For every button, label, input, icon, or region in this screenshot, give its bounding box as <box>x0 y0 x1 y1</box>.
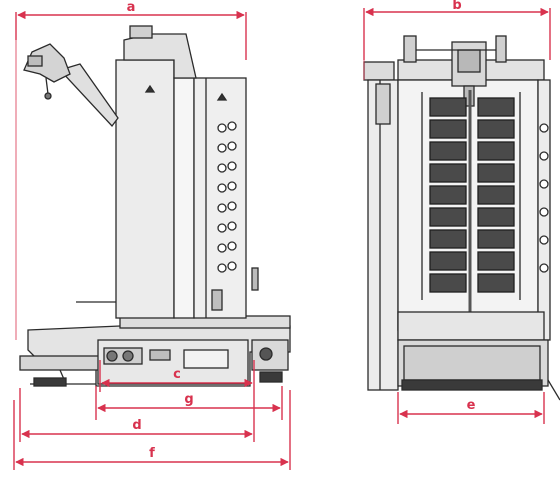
dimension-f <box>13 390 291 470</box>
front-knobs <box>539 123 549 273</box>
label-f: f <box>149 446 155 461</box>
label-d: d <box>132 418 141 433</box>
dimension-b <box>363 7 551 60</box>
dimensions <box>13 7 551 470</box>
label-e: e <box>467 398 476 413</box>
dimension-labels: a b c g d f e <box>127 0 476 461</box>
dimension-a <box>15 10 247 60</box>
side-motor-arm <box>23 43 119 128</box>
dimension-c <box>99 360 255 392</box>
label-c: c <box>173 367 181 382</box>
front-base <box>397 311 560 401</box>
front-spit <box>421 90 521 322</box>
front-grill-right <box>477 97 515 293</box>
front-motor <box>416 41 496 107</box>
label-g: g <box>184 392 193 407</box>
side-knobs <box>217 121 237 273</box>
side-view <box>19 25 291 387</box>
label-a: a <box>127 0 136 15</box>
front-grill-left <box>429 97 467 293</box>
dimension-g <box>95 386 283 420</box>
front-view <box>363 35 560 401</box>
dimension-d <box>19 388 255 442</box>
front-frame <box>363 35 551 391</box>
dimension-e <box>397 392 545 424</box>
side-column <box>115 25 259 319</box>
label-b: b <box>452 0 461 13</box>
side-base <box>19 325 291 387</box>
